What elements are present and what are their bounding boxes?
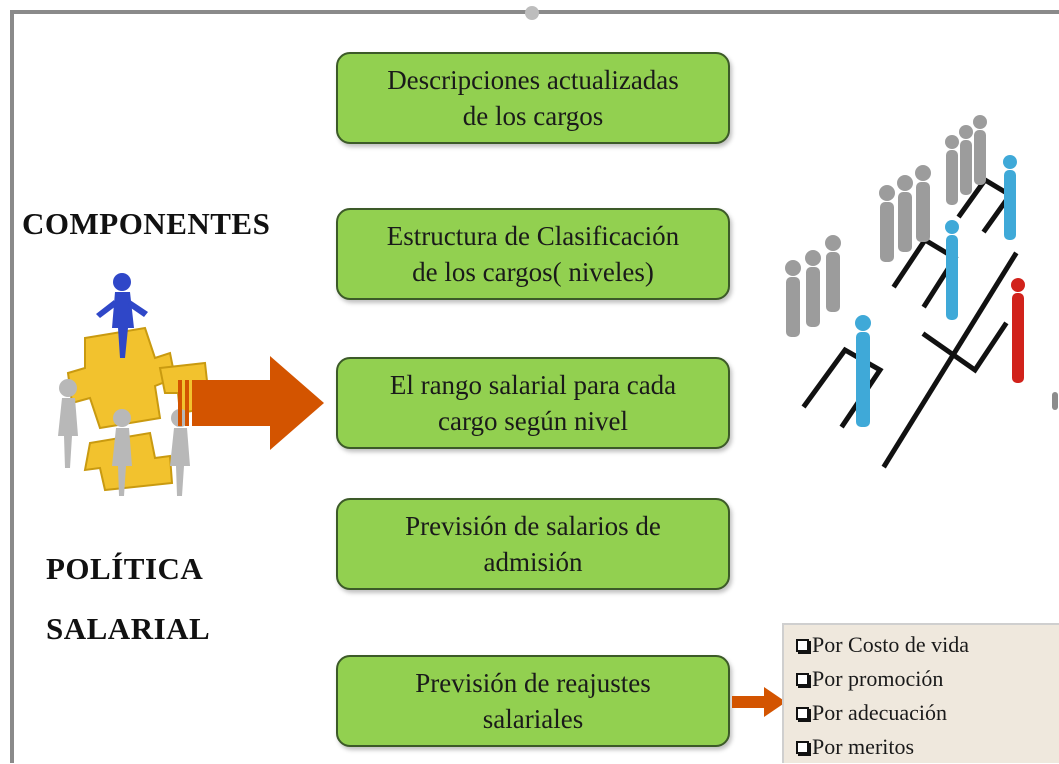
checkbox-icon bbox=[796, 672, 809, 686]
components-heading: COMPONENTES bbox=[22, 206, 271, 241]
checkbox-icon bbox=[796, 740, 809, 754]
box-text-line1: El rango salarial para cada bbox=[389, 370, 677, 400]
list-item: Por meritos bbox=[784, 730, 1059, 764]
arrow-right-icon bbox=[178, 356, 324, 450]
box-text-line2: de los cargos bbox=[462, 101, 604, 131]
component-box-salary-range: El rango salarial para cada cargo según … bbox=[336, 357, 730, 449]
box-text-line1: Previsión de reajustes bbox=[415, 668, 651, 698]
reason-label: Por meritos bbox=[812, 734, 915, 759]
component-box-salary-adjustments: Previsión de reajustes salariales bbox=[336, 655, 730, 747]
box-text-line1: Previsión de salarios de bbox=[405, 511, 661, 541]
checkbox-icon bbox=[796, 706, 809, 720]
arrow-right-icon bbox=[732, 687, 786, 717]
frame-handle bbox=[525, 6, 539, 20]
adjustment-reasons-list: Por Costo de vida Por promoción Por adec… bbox=[782, 623, 1059, 763]
list-item: Por adecuación bbox=[784, 696, 1059, 730]
slide-edge-marker bbox=[1052, 392, 1058, 410]
policy-heading-line2: SALARIAL bbox=[46, 611, 211, 646]
checkbox-icon bbox=[796, 638, 809, 652]
box-text-line1: Estructura de Clasificación bbox=[386, 221, 680, 251]
org-chart-people-icon bbox=[785, 115, 1025, 469]
box-text-line1: Descripciones actualizadas bbox=[387, 65, 679, 95]
reason-label: Por adecuación bbox=[812, 700, 947, 725]
box-text-line2: de los cargos( niveles) bbox=[412, 257, 654, 287]
reason-label: Por promoción bbox=[812, 666, 944, 691]
list-item: Por promoción bbox=[784, 662, 1059, 696]
policy-heading-line1: POLÍTICA bbox=[46, 551, 204, 586]
list-item: Por Costo de vida bbox=[784, 628, 1059, 662]
component-box-admission-salaries: Previsión de salarios de admisión bbox=[336, 498, 730, 590]
component-box-descriptions: Descripciones actualizadas de los cargos bbox=[336, 52, 730, 144]
box-text-line2: cargo según nivel bbox=[438, 406, 628, 436]
box-text-line2: admisión bbox=[483, 547, 583, 577]
component-box-classification: Estructura de Clasificación de los cargo… bbox=[336, 208, 730, 300]
box-text-line2: salariales bbox=[482, 704, 584, 734]
reason-label: Por Costo de vida bbox=[812, 632, 970, 657]
